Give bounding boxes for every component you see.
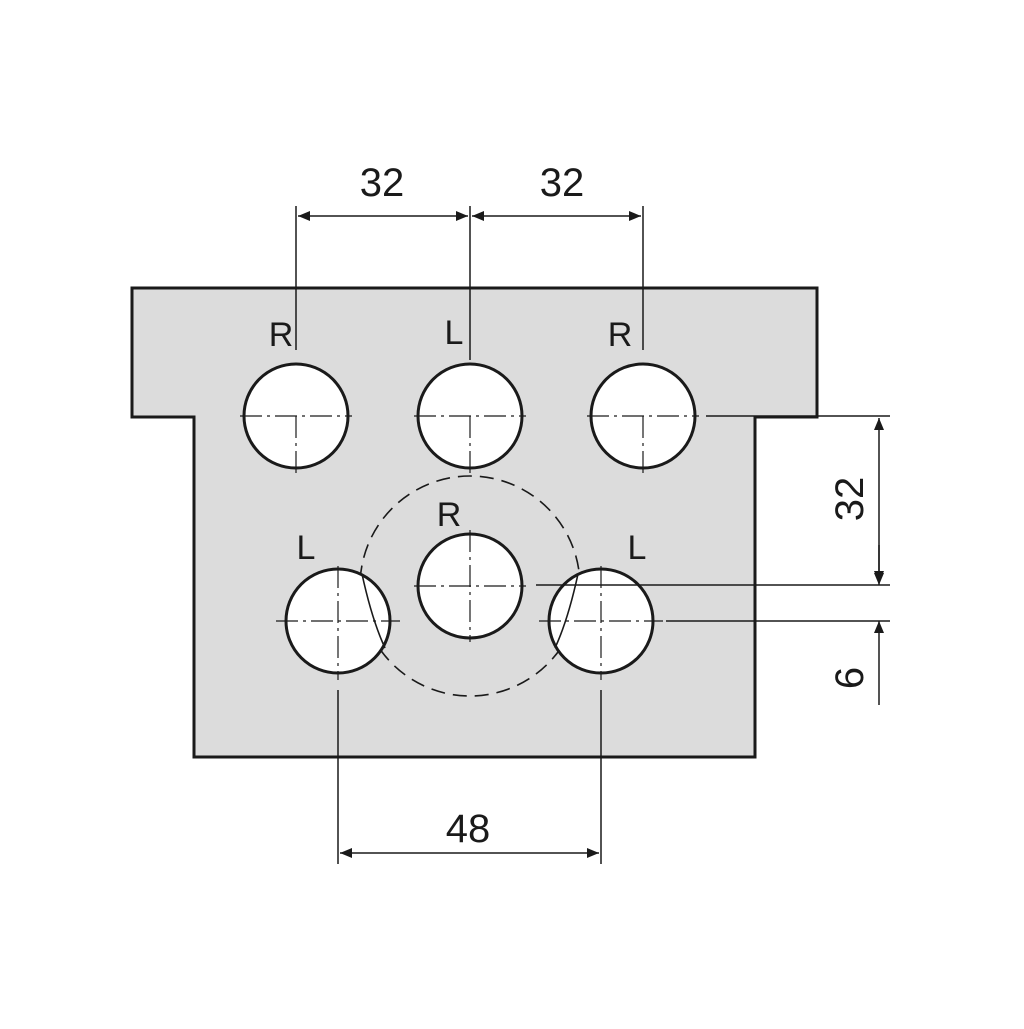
hole-label-top-left: R (269, 316, 294, 354)
hole-label-bottom-left: L (297, 529, 316, 567)
reference-arc-right (554, 573, 579, 649)
hole-label-top-center: L (445, 314, 464, 352)
hole-label-middle-center: R (437, 496, 462, 534)
dim-label-right-offset: 6 (828, 667, 872, 689)
dimension-lines (298, 211, 884, 858)
hole-label-top-right: R (608, 316, 633, 354)
reference-arc-left (361, 573, 386, 649)
dim-label-right-vertical: 32 (828, 477, 872, 522)
extension-lines (295, 206, 890, 864)
hole-label-bottom-right: L (628, 529, 647, 567)
template-plate (130, 286, 819, 759)
centerlines (240, 415, 699, 680)
dim-label-top-right: 32 (540, 161, 585, 205)
dim-label-top-left: 32 (360, 161, 405, 205)
dim-label-bottom: 48 (446, 807, 491, 851)
